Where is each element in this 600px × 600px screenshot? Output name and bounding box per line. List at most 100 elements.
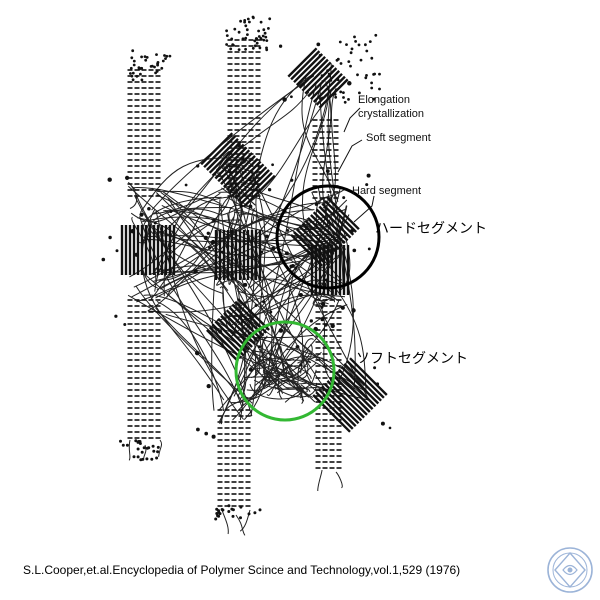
chain-dot	[320, 305, 324, 309]
citation-text: S.L.Cooper,et.al.Encyclopedia of Polymer…	[23, 563, 461, 577]
chain-dot	[233, 27, 237, 31]
soft-chain-strand	[275, 348, 304, 404]
chain-dot	[347, 98, 350, 101]
hard-segment-bar	[298, 225, 332, 259]
hard-segment-bar	[321, 202, 355, 236]
soft-chain-strand	[265, 372, 306, 389]
hard-segment-bar	[287, 47, 318, 78]
chain-dot	[136, 455, 140, 459]
soft-chain-strand	[132, 187, 329, 231]
chain-dot	[352, 248, 357, 253]
hard-segment-bar	[301, 61, 332, 92]
chain-dot	[278, 44, 283, 48]
chain-dot	[350, 47, 354, 51]
chain-dot	[121, 443, 125, 447]
chain-dot	[378, 87, 381, 91]
soft-chain-strand	[302, 88, 330, 235]
chain-dot	[140, 55, 144, 59]
chain-dot	[147, 207, 151, 211]
chain-dot	[140, 78, 144, 82]
chain-dot	[322, 282, 327, 288]
chain-dot	[231, 514, 235, 518]
chain-dot	[299, 363, 303, 367]
chain-dot	[239, 505, 243, 509]
chain-dot	[156, 445, 160, 449]
soft-chain-strand	[143, 273, 270, 382]
soft-segment-en-label: Soft segment	[366, 132, 431, 144]
chain-dot	[342, 196, 346, 200]
chain-dot	[267, 27, 270, 30]
chain-dot	[257, 345, 261, 349]
soft-chain-strand	[211, 199, 221, 411]
soft-chain-strand	[274, 362, 317, 390]
hard-segment-bar	[225, 157, 259, 191]
chain-dot	[156, 63, 160, 67]
chain-dot	[129, 66, 133, 70]
chain-dot	[239, 19, 243, 23]
hard-segment-bar	[307, 217, 340, 250]
chain-dot	[350, 228, 354, 233]
chain-dot	[336, 57, 340, 61]
chain-dot	[132, 455, 136, 459]
chain-dot	[253, 511, 257, 515]
hard-segment-bar	[200, 132, 234, 166]
chain-dot	[289, 264, 293, 269]
soft-chain-strand	[156, 300, 225, 412]
hard-segment-bar	[295, 55, 326, 86]
soft-chain-strand	[129, 219, 242, 278]
chain-dot	[342, 91, 345, 94]
chain-dot	[321, 96, 324, 100]
chain-dot	[351, 308, 356, 313]
chain-dot	[260, 250, 264, 254]
hard-segment-bar	[290, 233, 324, 267]
chain-dot	[343, 100, 347, 104]
chain-dot	[267, 188, 272, 192]
chain-dot	[124, 175, 130, 181]
chain-dot	[132, 63, 136, 67]
chain-dot	[135, 74, 139, 78]
chain-dot	[108, 235, 112, 240]
chain-dot	[220, 250, 224, 254]
chain-dot	[320, 301, 326, 307]
chain-dot	[253, 44, 257, 48]
chain-dot	[247, 512, 251, 516]
chain-dot	[131, 49, 135, 53]
soft-chain-strand	[156, 275, 224, 294]
chain-dot	[193, 269, 198, 274]
chain-dot	[134, 252, 139, 257]
chain-dot	[101, 257, 106, 262]
chain-dot	[353, 35, 356, 39]
chain-dot	[253, 39, 257, 43]
hard-segment-bar	[293, 231, 326, 264]
chain-dot	[269, 310, 273, 314]
chain-dot	[218, 329, 223, 334]
hard-segment-bar	[214, 146, 248, 180]
soft-chain-strand	[273, 245, 317, 357]
chain-dot	[329, 79, 333, 82]
chain-dot	[320, 74, 324, 77]
chain-dot	[257, 35, 261, 38]
chain-dot	[354, 40, 357, 43]
hard-segment-bar	[298, 58, 329, 89]
chain-dot	[286, 228, 290, 232]
chain-dot	[324, 323, 328, 327]
chain-dot	[215, 512, 219, 515]
soft-chain-strand	[243, 250, 314, 420]
chain-dot	[243, 282, 248, 287]
chain-dot	[336, 78, 340, 82]
hard-segment-bar	[315, 391, 354, 430]
chain-dot	[271, 246, 276, 251]
chain-dot	[290, 178, 294, 182]
chain-dot	[208, 246, 212, 250]
chain-dot	[212, 218, 216, 223]
soft-segment-jp-label: ソフトセグメント	[356, 351, 468, 367]
chain-dot	[141, 457, 145, 461]
soft-chain-strand	[280, 345, 318, 393]
chain-dot	[373, 366, 377, 370]
soft-chain-strand	[160, 199, 348, 274]
hard-segment-bar	[206, 138, 239, 171]
chain-dot	[261, 34, 265, 38]
chain-dot	[196, 164, 200, 168]
chain-dot	[284, 251, 289, 256]
hard-segment-bar	[211, 323, 245, 357]
